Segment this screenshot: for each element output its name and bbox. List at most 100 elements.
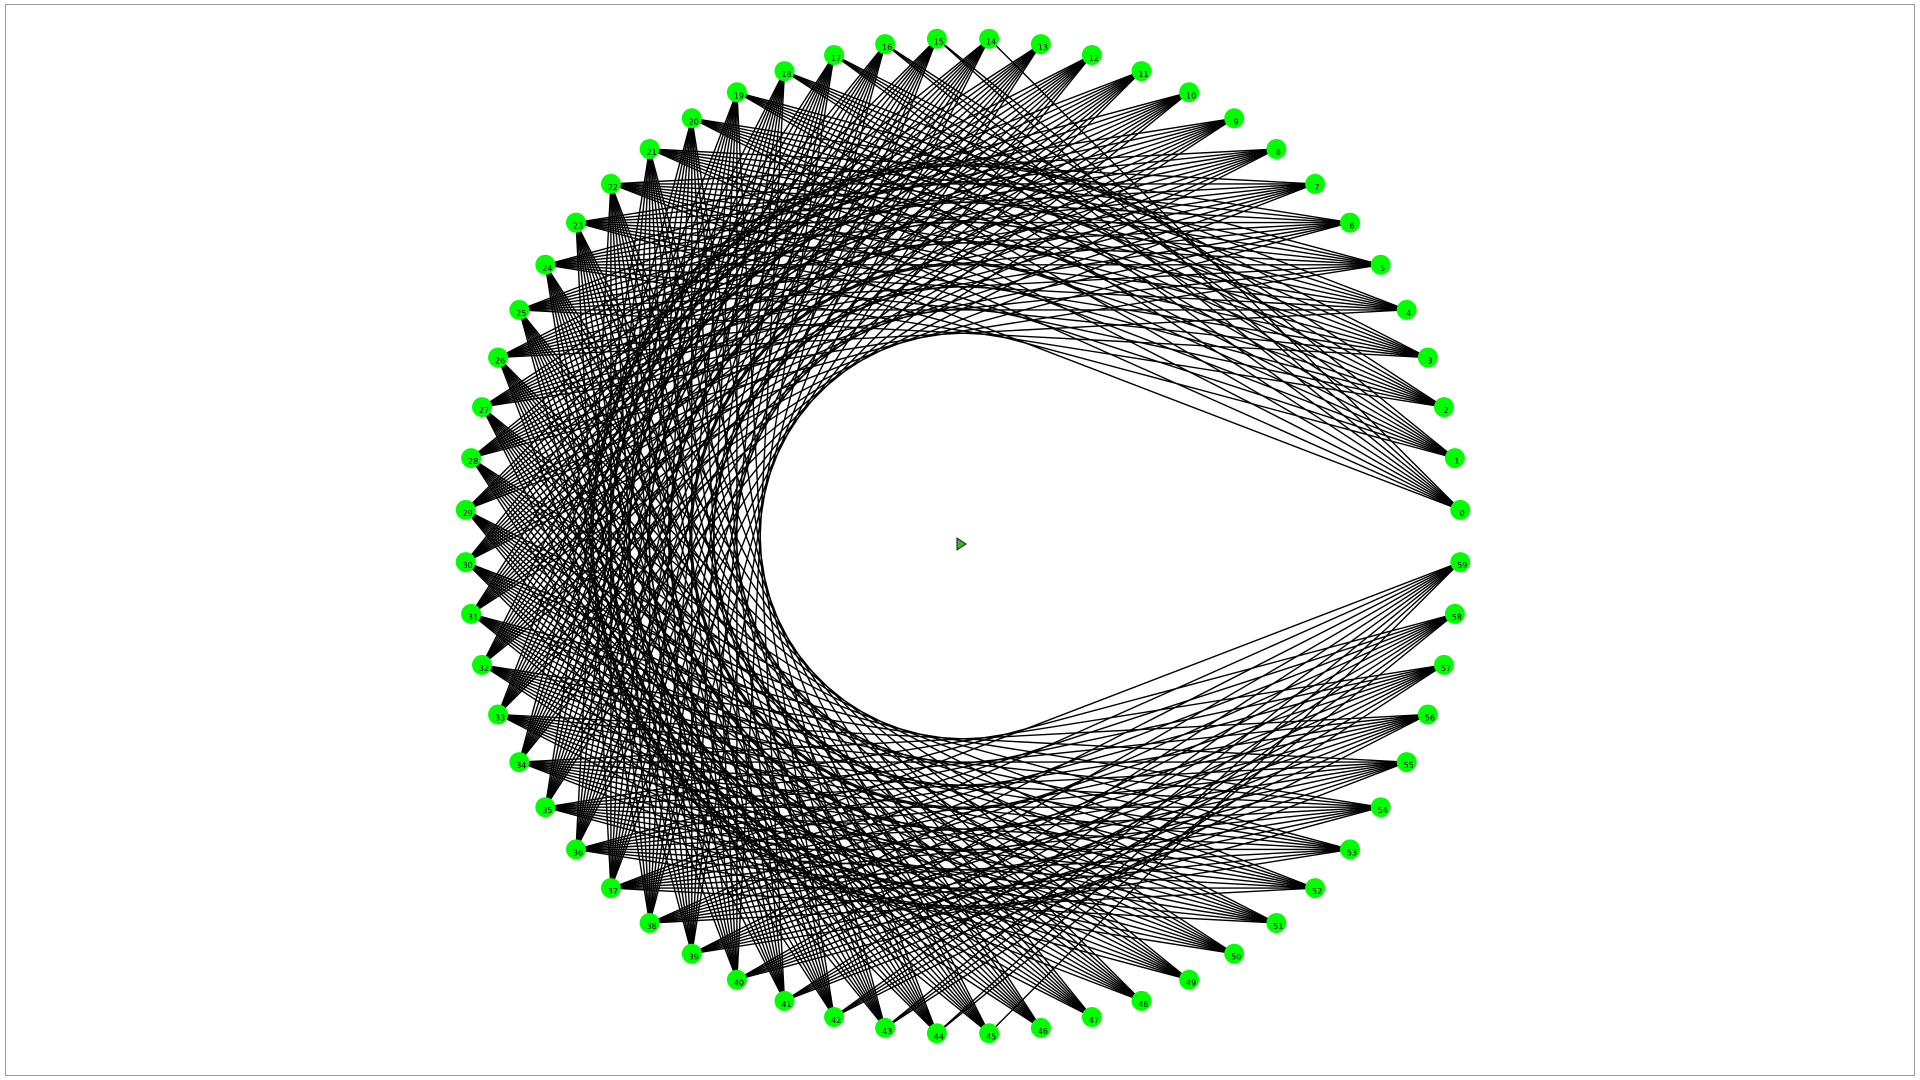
node-circle[interactable] — [1081, 45, 1102, 65]
node-circle[interactable] — [1266, 139, 1287, 159]
node-circle[interactable] — [455, 499, 476, 520]
node-circle[interactable] — [535, 254, 556, 275]
graph-node[interactable]: 30 — [455, 552, 476, 573]
graph-node[interactable]: 29 — [455, 499, 476, 520]
graph-node[interactable]: 2 — [1434, 397, 1454, 418]
graph-node[interactable]: 3 — [1417, 347, 1438, 368]
graph-node[interactable]: 11 — [1131, 61, 1152, 82]
graph-node[interactable]: 32 — [472, 654, 492, 675]
graph-node[interactable]: 13 — [1030, 34, 1051, 55]
node-circle[interactable] — [1450, 499, 1471, 520]
node-circle[interactable] — [488, 704, 509, 725]
node-circle[interactable] — [926, 1023, 947, 1044]
graph-node[interactable]: 20 — [681, 108, 702, 129]
node-circle[interactable] — [1179, 969, 1200, 990]
graph-node[interactable]: 9 — [1224, 108, 1245, 129]
node-circle[interactable] — [1417, 704, 1438, 725]
graph-node[interactable]: 59 — [1450, 552, 1471, 573]
node-circle[interactable] — [979, 1023, 1000, 1044]
node-circle[interactable] — [774, 990, 795, 1011]
node-circle[interactable] — [461, 448, 482, 469]
node-circle[interactable] — [509, 752, 530, 773]
node-circle[interactable] — [1030, 34, 1051, 55]
graph-node[interactable]: 34 — [509, 752, 530, 773]
graph-node[interactable]: 15 — [926, 28, 947, 49]
node-circle[interactable] — [1444, 448, 1465, 469]
graph-node[interactable]: 26 — [488, 347, 509, 368]
graph-node[interactable]: 55 — [1396, 752, 1417, 773]
graph-node[interactable]: 56 — [1417, 704, 1438, 725]
graph-node[interactable]: 10 — [1179, 82, 1200, 103]
graph-node[interactable]: 8 — [1266, 139, 1287, 159]
graph-node[interactable]: 39 — [681, 943, 702, 964]
node-circle[interactable] — [1131, 990, 1152, 1011]
graph-node[interactable]: 12 — [1081, 45, 1102, 65]
graph-node[interactable]: 17 — [824, 45, 845, 65]
node-circle[interactable] — [1305, 173, 1326, 194]
graph-node[interactable]: 22 — [600, 173, 621, 194]
graph-node[interactable]: 31 — [461, 603, 482, 624]
node-circle[interactable] — [1340, 839, 1360, 860]
node-circle[interactable] — [1131, 61, 1152, 82]
node-circle[interactable] — [472, 397, 492, 418]
node-circle[interactable] — [1434, 397, 1454, 418]
graph-node[interactable]: 49 — [1179, 969, 1200, 990]
graph-node[interactable]: 14 — [979, 28, 1000, 49]
node-circle[interactable] — [509, 299, 530, 320]
node-circle[interactable] — [926, 28, 947, 49]
graph-node[interactable]: 27 — [472, 397, 492, 418]
node-circle[interactable] — [726, 82, 747, 103]
graph-node[interactable]: 6 — [1340, 212, 1360, 233]
node-circle[interactable] — [1444, 603, 1465, 624]
node-circle[interactable] — [979, 28, 1000, 49]
node-circle[interactable] — [1179, 82, 1200, 103]
graph-node[interactable]: 24 — [535, 254, 556, 275]
graph-node[interactable]: 51 — [1266, 913, 1287, 933]
graph-node[interactable]: 1 — [1444, 448, 1465, 469]
node-circle[interactable] — [1417, 347, 1438, 368]
node-circle[interactable] — [1370, 254, 1391, 275]
graph-node[interactable]: 58 — [1444, 603, 1465, 624]
node-circle[interactable] — [681, 108, 702, 129]
node-circle[interactable] — [461, 603, 482, 624]
graph-node[interactable]: 52 — [1305, 878, 1326, 899]
node-circle[interactable] — [875, 34, 896, 55]
node-circle[interactable] — [824, 1007, 845, 1027]
graph-node[interactable]: 43 — [875, 1017, 896, 1038]
graph-node[interactable]: 47 — [1081, 1007, 1102, 1027]
node-circle[interactable] — [1434, 654, 1454, 675]
node-circle[interactable] — [824, 45, 845, 65]
graph-node[interactable]: 48 — [1131, 990, 1152, 1011]
node-circle[interactable] — [774, 61, 795, 82]
node-circle[interactable] — [1224, 943, 1245, 964]
graph-node[interactable]: 53 — [1340, 839, 1360, 860]
graph-node[interactable]: 16 — [875, 34, 896, 55]
graph-node[interactable]: 0 — [1450, 499, 1471, 520]
node-circle[interactable] — [1305, 878, 1326, 899]
graph-node[interactable]: 57 — [1434, 654, 1454, 675]
node-circle[interactable] — [600, 878, 621, 899]
graph-node[interactable]: 5 — [1370, 254, 1391, 275]
graph-node[interactable]: 54 — [1370, 797, 1391, 818]
graph-node[interactable]: 7 — [1305, 173, 1326, 194]
graph-node[interactable]: 36 — [566, 839, 586, 860]
graph-node[interactable]: 37 — [600, 878, 621, 899]
node-circle[interactable] — [1340, 212, 1360, 233]
graph-node[interactable]: 23 — [566, 212, 586, 233]
graph-node[interactable]: 46 — [1030, 1017, 1051, 1038]
node-circle[interactable] — [472, 654, 492, 675]
node-circle[interactable] — [681, 943, 702, 964]
node-circle[interactable] — [455, 552, 476, 573]
graph-node[interactable]: 41 — [774, 990, 795, 1011]
graph-node[interactable]: 28 — [461, 448, 482, 469]
node-circle[interactable] — [875, 1017, 896, 1038]
node-circle[interactable] — [1396, 299, 1417, 320]
node-circle[interactable] — [600, 173, 621, 194]
node-circle[interactable] — [566, 212, 586, 233]
node-circle[interactable] — [566, 839, 586, 860]
graph-node[interactable]: 25 — [509, 299, 530, 320]
node-circle[interactable] — [639, 139, 660, 159]
node-circle[interactable] — [535, 797, 556, 818]
node-circle[interactable] — [1370, 797, 1391, 818]
graph-node[interactable]: 33 — [488, 704, 509, 725]
